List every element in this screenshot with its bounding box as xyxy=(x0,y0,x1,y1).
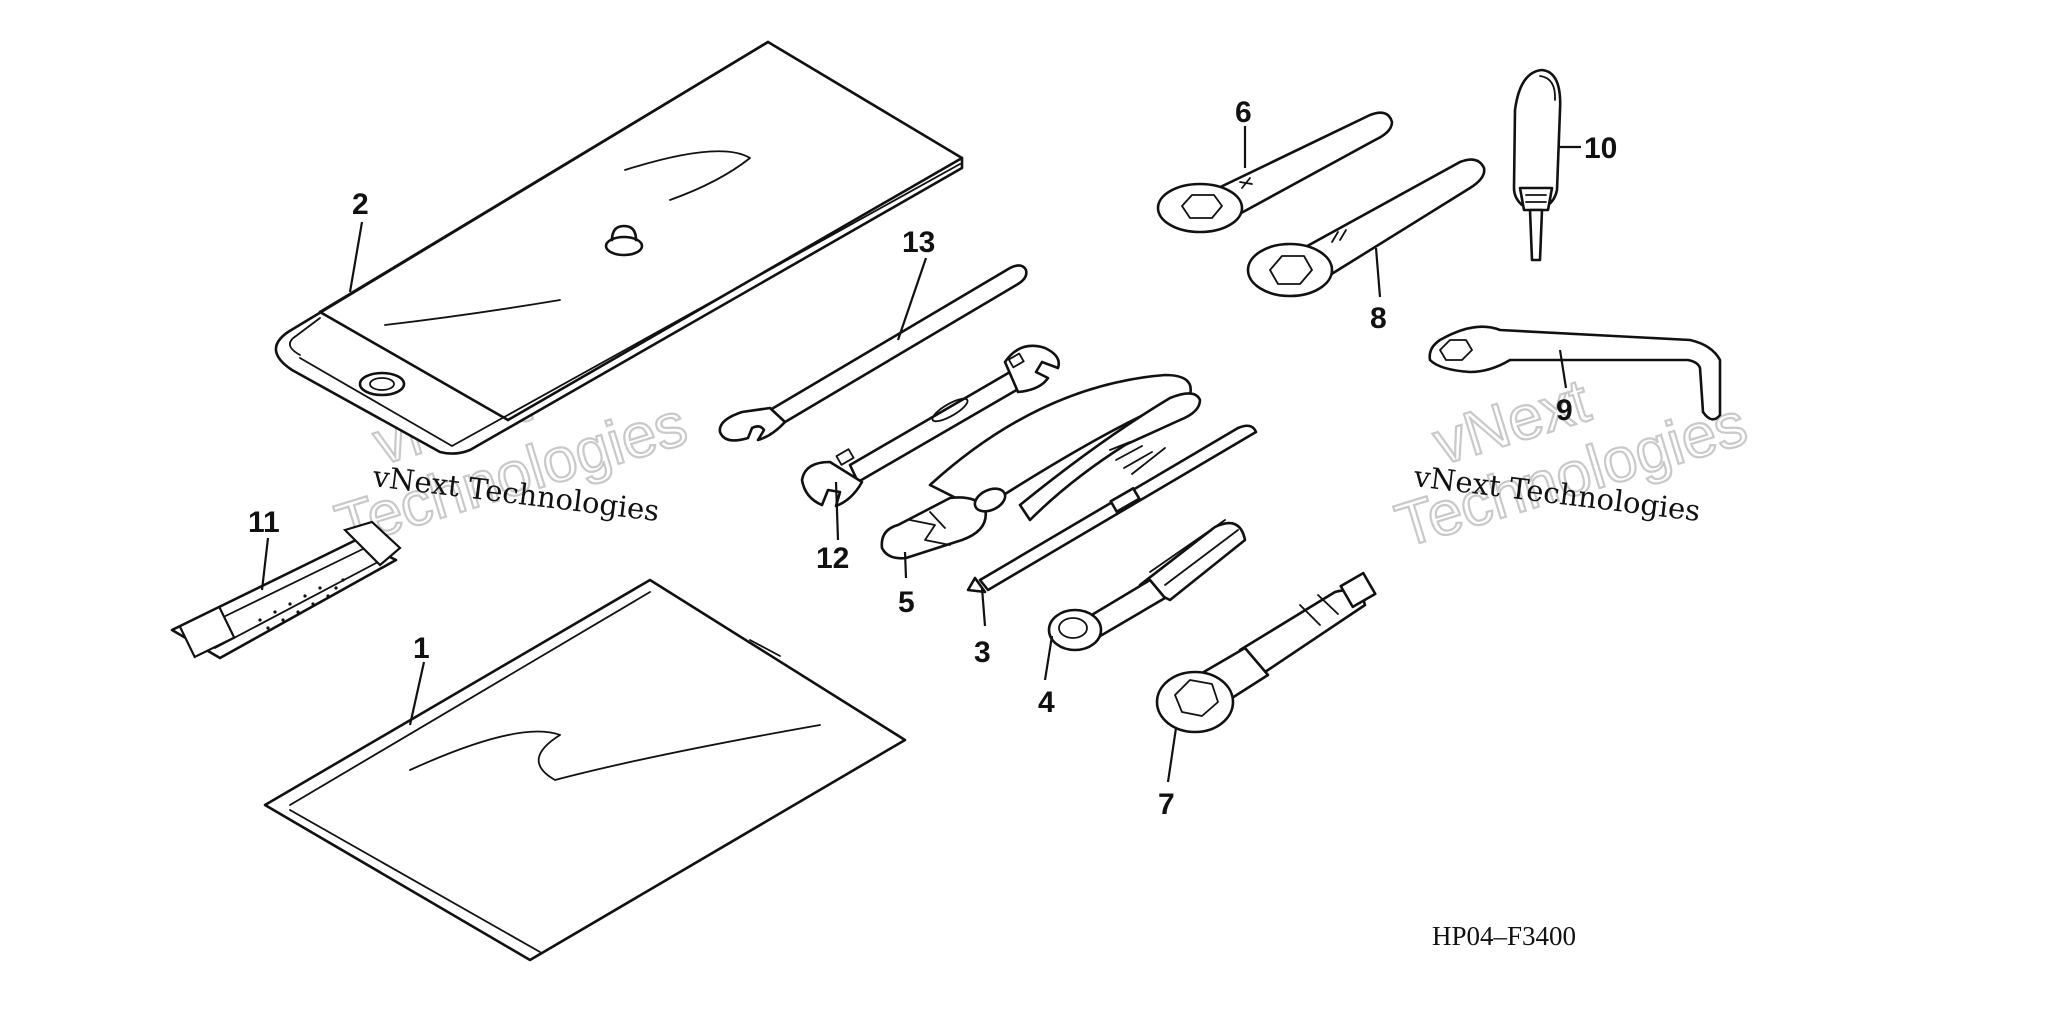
part-screwdriver-grip xyxy=(1512,68,1562,262)
callout-8: 8 xyxy=(1370,302,1387,335)
part-pliers xyxy=(880,373,1202,560)
callout-13: 13 xyxy=(902,226,935,259)
callout-4: 4 xyxy=(1038,686,1055,719)
part-open-end-wrench-13 xyxy=(718,264,1028,442)
part-offset-wrench xyxy=(1428,325,1722,421)
callout-11: 11 xyxy=(248,506,280,539)
callout-5: 5 xyxy=(898,586,915,619)
part-screwdriver-shaft xyxy=(966,424,1258,594)
callout-12: 12 xyxy=(816,542,849,575)
callout-10: 10 xyxy=(1584,132,1617,165)
diagram-code: HP04–F3400 xyxy=(1432,921,1576,951)
callout-9: 9 xyxy=(1556,394,1573,427)
part-document-bag xyxy=(263,578,907,962)
part-tool-bag xyxy=(274,40,964,455)
part-box-wrench-8 xyxy=(1246,158,1486,298)
part-double-wrench-12 xyxy=(800,344,1060,508)
part-spark-plug-wrench xyxy=(1155,571,1377,734)
callout-7: 7 xyxy=(1158,788,1175,821)
part-strap xyxy=(170,520,402,660)
callout-3: 3 xyxy=(974,636,991,669)
part-box-wrench-6 xyxy=(1156,111,1394,234)
part-plug-socket-handle xyxy=(1047,519,1247,652)
callout-labels: 1 2 3 4 5 6 7 8 9 10 11 12 13 xyxy=(248,96,1617,821)
leader-lines xyxy=(260,126,1581,783)
callout-6: 6 xyxy=(1235,96,1252,129)
callout-1: 1 xyxy=(413,632,430,665)
callout-2: 2 xyxy=(352,188,369,221)
